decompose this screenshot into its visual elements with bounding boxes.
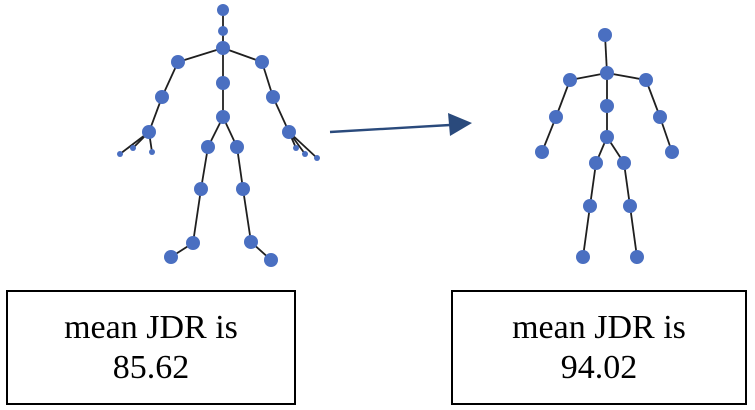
joint-head2	[218, 26, 228, 36]
joint-lknee	[623, 199, 637, 213]
joint-lknee	[236, 182, 250, 196]
arrow	[329, 113, 472, 136]
joint-lh2	[302, 151, 308, 157]
jdr-value: 85.62	[112, 348, 190, 386]
joint-lank	[244, 235, 258, 249]
bone-lhip-lknee	[236, 146, 244, 190]
joint-rhip	[201, 140, 215, 154]
joint-neck	[600, 66, 614, 80]
joint-rfoot	[164, 250, 178, 264]
joint-rh3	[149, 149, 155, 155]
joint-rwr	[535, 145, 549, 159]
joint-rwr	[142, 125, 156, 139]
skeleton-after	[535, 28, 679, 264]
joint-lfoot	[264, 253, 278, 267]
arrow-shaft	[329, 123, 451, 134]
joint-rh1	[117, 151, 123, 157]
jdr-value: 94.02	[560, 348, 638, 386]
bone-rhip-rknee	[589, 162, 597, 207]
label-box-after: mean JDR is 94.02	[451, 290, 747, 405]
joint-spine	[600, 99, 614, 113]
joint-lsh	[639, 73, 653, 87]
label-box-before: mean JDR is 85.62	[6, 290, 296, 405]
joint-rank	[576, 250, 590, 264]
joint-lelb	[653, 110, 667, 124]
joint-neck	[216, 41, 230, 55]
joint-spine	[216, 76, 230, 90]
arrow-head	[448, 113, 472, 136]
joint-rsh	[171, 55, 185, 69]
joint-relb	[155, 90, 169, 104]
joint-lhip	[230, 140, 244, 154]
joint-lwr	[665, 145, 679, 159]
joint-rank	[186, 236, 200, 250]
label-line-1: mean JDR is	[512, 308, 686, 346]
joint-lwr	[282, 125, 296, 139]
label-line-1: mean JDR is	[64, 308, 238, 346]
joint-spine2	[600, 130, 614, 144]
joint-rhip	[589, 156, 603, 170]
joint-lank	[630, 250, 644, 264]
joint-rsh	[563, 73, 577, 87]
joint-lh1	[293, 145, 299, 151]
joint-lsh	[255, 55, 269, 69]
joint-head	[217, 4, 229, 16]
bone-lknee-lank	[242, 188, 252, 243]
bone-lhip-lknee	[623, 162, 631, 207]
joint-head	[598, 28, 612, 42]
bone-lknee-lank	[629, 205, 638, 258]
bone-rknee-rank	[582, 205, 591, 258]
joint-rknee	[194, 182, 208, 196]
joint-relb	[549, 110, 563, 124]
joint-lelb	[266, 90, 280, 104]
bone-rhip-rknee	[200, 146, 209, 190]
bone-neck-rsh	[177, 47, 224, 63]
joint-lh3	[314, 155, 320, 161]
skeleton-before	[117, 4, 320, 267]
joint-rh2	[130, 145, 136, 151]
bone-rknee-rank	[192, 188, 202, 244]
joint-lhip	[617, 156, 631, 170]
joint-spine2	[216, 110, 230, 124]
joint-rknee	[583, 199, 597, 213]
